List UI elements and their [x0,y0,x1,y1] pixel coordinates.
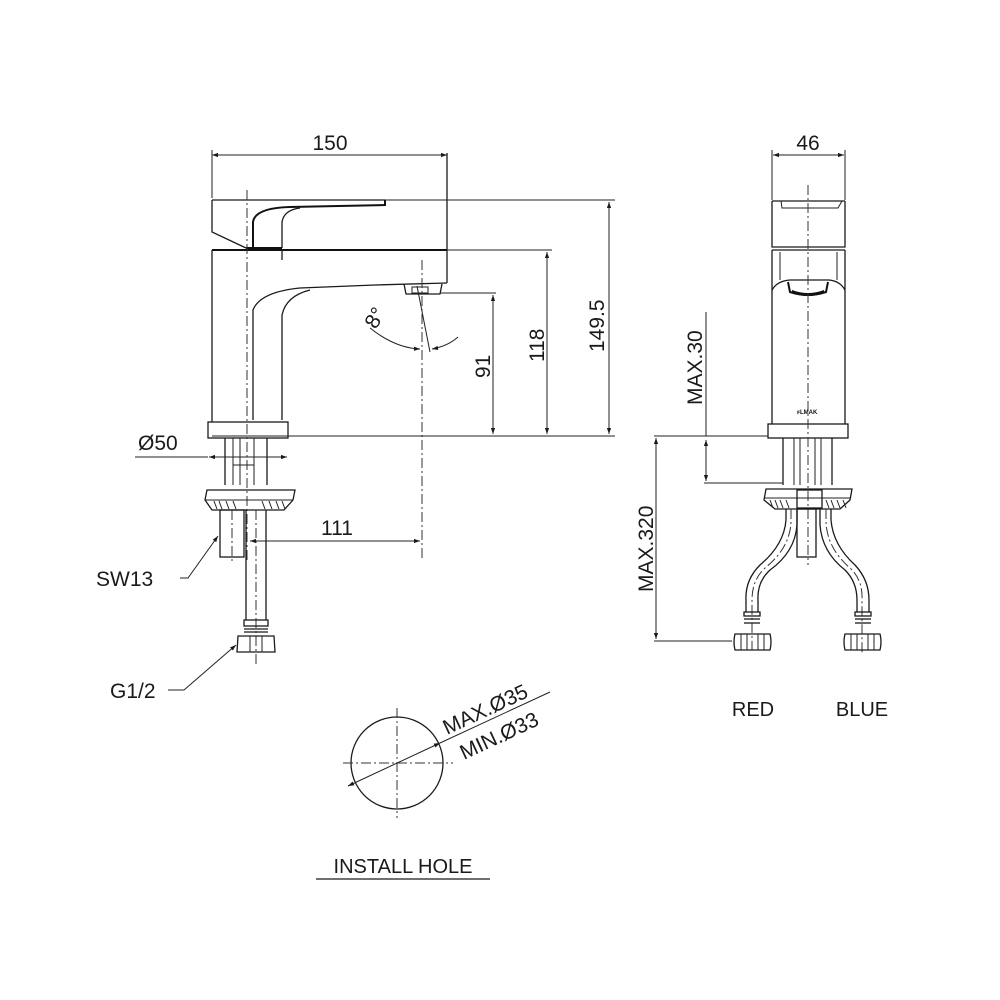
angle-arc-right [431,336,459,350]
dim-outlet-clearance: 91 [472,355,495,378]
outlet-angle-line [416,285,431,353]
dim-base-diameter: Ø50 [138,432,178,455]
hose-label-blue: BLUE [836,699,888,721]
angle-arc-left [369,327,421,351]
dim-width: 46 [796,132,819,155]
dim-max-hose-length: MAX.320 [635,506,658,592]
install-hole-title: INSTALL HOLE [334,856,473,878]
angle-label: 8° [360,304,390,333]
callout-thread: G1/2 [110,680,156,703]
brand-mark: ꜰLMAK [797,410,818,416]
faucet-body-side [207,153,448,439]
dim-overall-height: 149.5 [586,299,609,352]
mounting-assembly-front [733,438,882,655]
dim-spout-reach: 111 [321,517,353,540]
hole-diameter-line [347,742,441,787]
dim-overall-length: 150 [312,132,347,155]
sw13-leader [180,535,219,579]
dim-spout-height: 118 [526,329,549,362]
side-view: 8° 150 91 118 149.5 Ø50 111 SW13 G1/2 [96,132,615,703]
hose-label-red: RED [732,699,774,721]
hole-leader [439,691,551,744]
dim-max-deck-thickness: MAX.30 [684,330,707,405]
g12-leader [168,644,237,691]
front-view: 46 ꜰLMAK [635,132,888,721]
install-hole-view: MAX.Ø35 MIN.Ø33 INSTALL HOLE [316,680,551,880]
callout-wrench-size: SW13 [96,568,153,591]
mounting-assembly-side [204,438,296,665]
